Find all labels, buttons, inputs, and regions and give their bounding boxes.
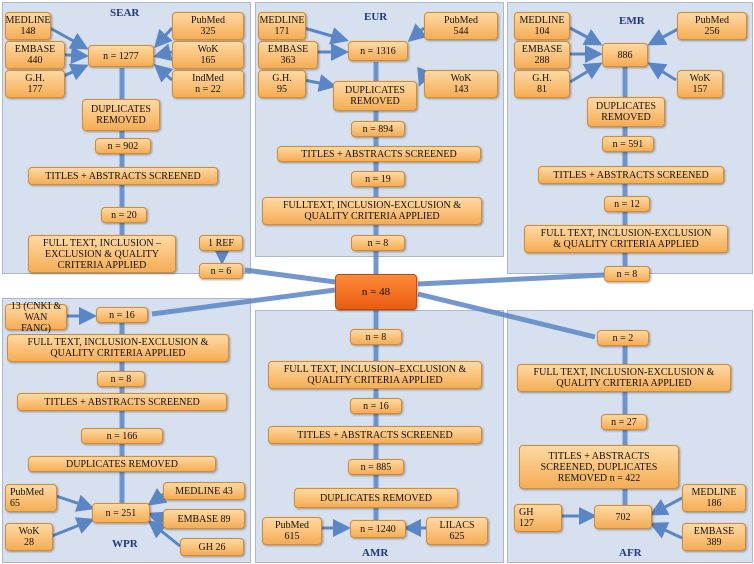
wpr-screen-box: TITLES + ABSTRACTS SCREENED — [17, 393, 227, 411]
emr-wok-box: WoK 157 — [677, 70, 723, 98]
emr-after-screen-box: n = 12 — [604, 196, 650, 212]
afr-after-screen-box: n = 27 — [601, 414, 647, 430]
sear-pubmed-box: PubMed 325 — [172, 12, 244, 40]
region-label-emr: EMR — [619, 15, 645, 27]
eur-after-dup-box: n = 894 — [351, 121, 405, 137]
eur-medline-box: MEDLINE 171 — [258, 12, 306, 40]
afr-screen-box: TITLES + ABSTRACTS SCREENED, DUPLICATES … — [519, 445, 679, 489]
amr-after-screen-box: n = 16 — [350, 398, 402, 414]
eur-wok-box: WoK 143 — [424, 70, 498, 98]
emr-total-box: 886 — [602, 43, 648, 67]
sear-gh-box: G.H. 177 — [5, 70, 65, 98]
sear-after-dup-box: n = 902 — [95, 138, 151, 154]
region-label-amr: AMR — [362, 547, 389, 559]
region-label-sear: SEAR — [110, 7, 140, 19]
emr-screen-box: TITLES + ABSTRACTS SCREENED — [538, 166, 724, 184]
wpr-pubmed-box: PubMed 65 — [5, 484, 57, 512]
amr-final-box: n = 8 — [350, 329, 402, 345]
amr-total-box: n = 1240 — [350, 520, 406, 538]
afr-embase-box: EMBASE 389 — [682, 523, 746, 551]
region-label-eur: EUR — [364, 11, 388, 23]
amr-duplicates-box: DUPLICATES REMOVED — [294, 488, 458, 508]
amr-screen-box: TITLES + ABSTRACTS SCREENED — [268, 426, 482, 444]
wpr-total-box: n = 251 — [92, 503, 150, 523]
emr-to-center-line — [417, 271, 626, 287]
sear-total-box: n = 1277 — [88, 45, 154, 67]
eur-embase-box: EMBASE 363 — [258, 41, 318, 69]
sear-medline-box: MEDLINE 148 — [5, 12, 51, 40]
amr-after-dup-box: n = 885 — [348, 459, 404, 475]
sear-fulltext-box: FULL TEXT, INCLUSION – EXCLUSION & QUALI… — [28, 235, 176, 273]
emr-gh-box: G.H. 81 — [514, 70, 570, 98]
wpr-wok-box: WoK 28 — [5, 523, 53, 551]
eur-pubmed-box: PubMed 544 — [424, 12, 498, 40]
sear-wok-box: WoK 165 — [172, 41, 244, 69]
emr-after-dup-box: n = 591 — [602, 136, 654, 152]
wpr-after-screen-box: n = 8 — [97, 371, 145, 387]
afr-medline-box: MEDLINE 186 — [682, 484, 746, 512]
afr-total-box: 702 — [594, 505, 652, 529]
eur-duplicates-box: DUPLICATES REMOVED — [333, 81, 417, 111]
eur-fulltext-box: FULLTEXT, INCLUSION-EXCLUSION & QUALITY … — [262, 197, 482, 225]
eur-after-screen-box: n = 19 — [351, 171, 405, 187]
wpr-gh-box: GH 26 — [180, 538, 244, 556]
wpr-cnki-box: 13 (CNKI & WAN FANG) — [5, 301, 67, 334]
sear-ref-box: 1 REF — [199, 235, 243, 251]
afr-gh-box: GH 127 — [514, 504, 562, 532]
sear-to-center-line — [244, 267, 336, 285]
emr-embase-box: EMBASE 288 — [514, 41, 570, 69]
eur-gh-box: G.H. 95 — [258, 70, 306, 98]
sear-after-screen-box: n = 20 — [101, 207, 147, 223]
sear-duplicates-box: DUPLICATES REMOVED — [82, 99, 160, 131]
emr-final-box: n = 8 — [604, 266, 650, 282]
sear-indmed-box: IndMed n = 22 — [172, 70, 244, 98]
wpr-medline-box: MEDLINE 43 — [163, 482, 245, 500]
emr-fulltext-box: FULL TEXT, INCLUSION-EXCLUSION & QUALITY… — [524, 225, 728, 253]
sear-screen-box: TITLES + ABSTRACTS SCREENED — [28, 167, 218, 185]
eur-screen-box: TITLES + ABSTRACTS SCREENED — [277, 146, 481, 162]
wpr-after-dup-box: n = 166 — [81, 428, 163, 444]
amr-pubmed-box: PubMed 615 — [262, 517, 322, 545]
wpr-fulltext-box: FULL TEXT, INCLUSION-EXCLUSION & QUALITY… — [7, 334, 229, 362]
region-label-wpr: WPR — [112, 538, 138, 550]
wpr-duplicates-box: DUPLICATES REMOVED — [28, 456, 216, 472]
sear-embase-box: EMBASE 440 — [5, 41, 65, 69]
afr-final-box: n = 2 — [597, 330, 649, 346]
eur-final-box: n = 8 — [351, 235, 405, 251]
afr-fulltext-box: FULL TEXT, INCLUSION-EXCLUSION & QUALITY… — [517, 364, 731, 392]
region-label-afr: AFR — [619, 547, 642, 559]
emr-pubmed-box: PubMed 256 — [677, 12, 747, 40]
emr-duplicates-box: DUPLICATES REMOVED — [587, 97, 665, 127]
wpr-to-center-line — [151, 287, 336, 317]
wpr-final-box: n = 16 — [96, 307, 148, 323]
amr-fulltext-box: FULL TEXT, INCLUSION–EXCLUSION & QUALITY… — [268, 361, 482, 389]
wpr-embase-box: EMBASE 89 — [163, 509, 245, 529]
sear-final-box: n = 6 — [199, 263, 243, 279]
total-included-box: n = 48 — [335, 274, 417, 310]
afr-to-center-line — [417, 291, 596, 340]
amr-lilacs-box: LILACS 625 — [426, 517, 488, 545]
emr-medline-box: MEDLINE 104 — [514, 12, 570, 40]
eur-total-box: n = 1316 — [348, 41, 408, 61]
